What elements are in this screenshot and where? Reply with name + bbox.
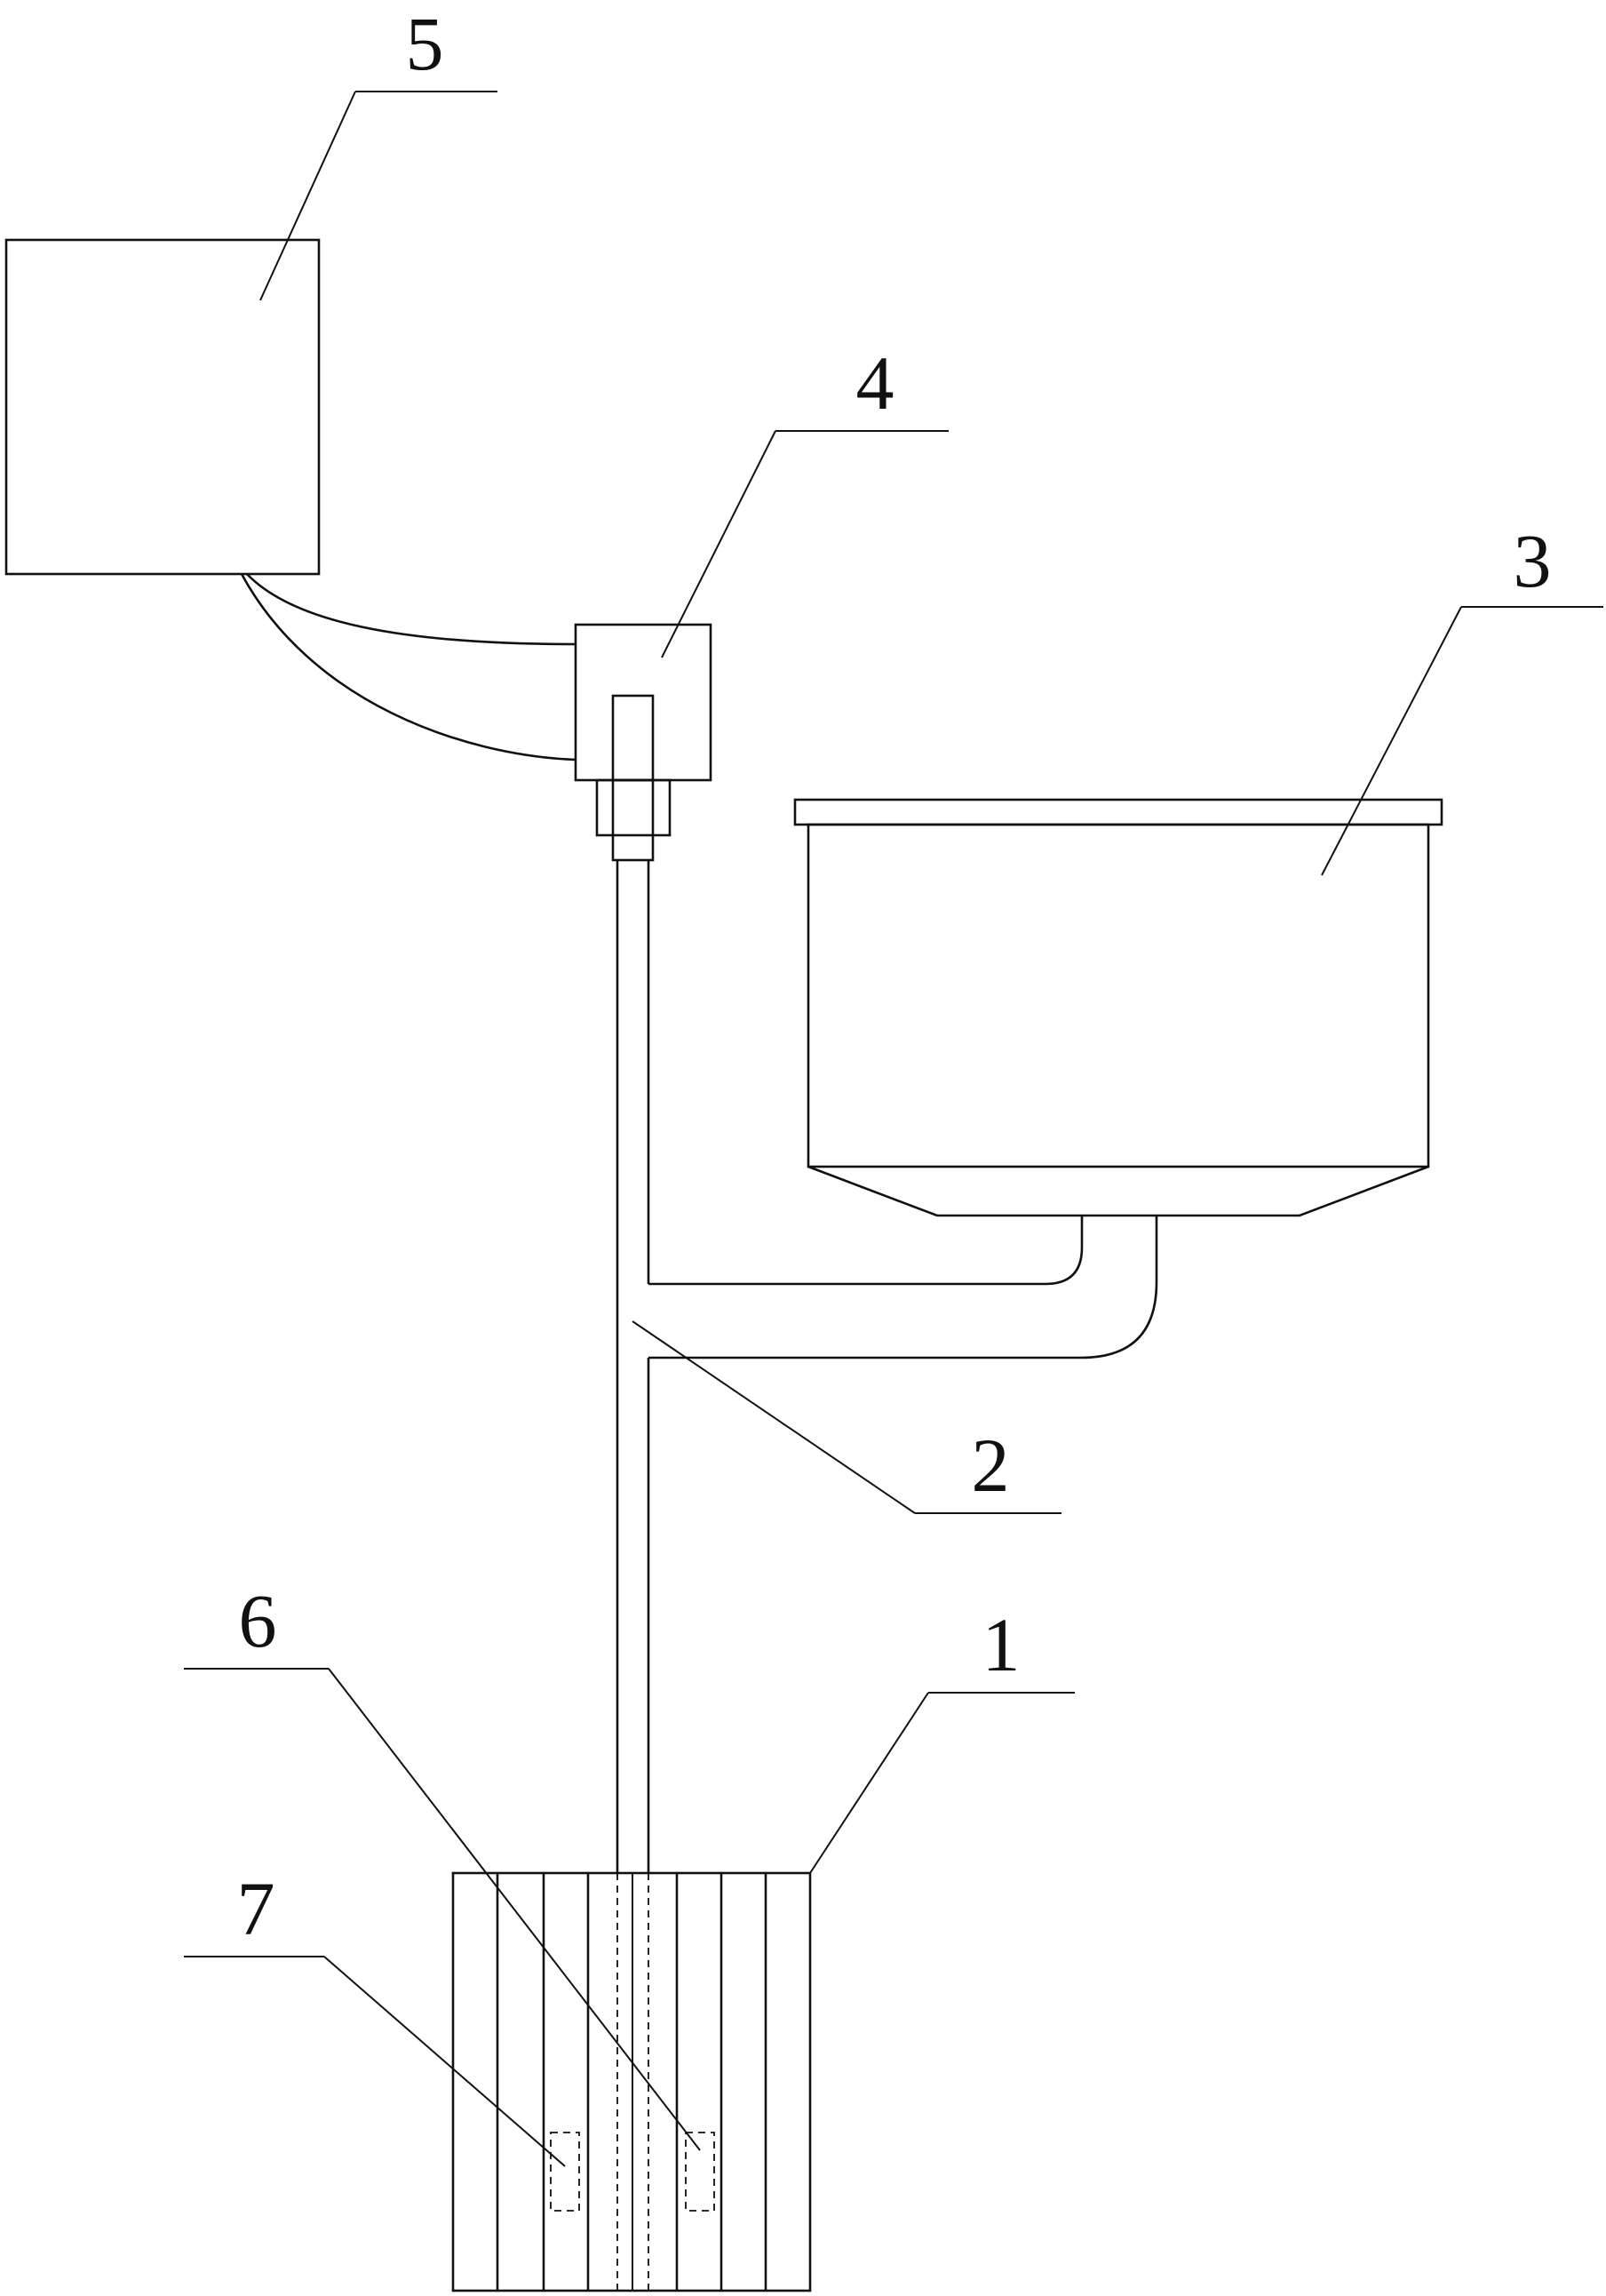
component-4-connector — [574, 623, 712, 862]
label-5: 5 — [406, 1, 444, 86]
component-7-sensor — [550, 2132, 580, 2212]
label-6: 6 — [239, 1578, 277, 1663]
leader-lines — [184, 91, 1603, 2167]
label-4: 4 — [856, 340, 894, 426]
component-2-pipe — [616, 860, 1158, 1873]
label-1: 1 — [982, 1602, 1021, 1687]
component-5-box — [4, 238, 321, 576]
label-3: 3 — [1514, 518, 1552, 603]
component-1-base — [451, 1871, 812, 2292]
cables — [240, 573, 576, 761]
label-7: 7 — [237, 1866, 275, 1951]
component-3-tank — [793, 798, 1443, 1217]
component-6-sensor — [685, 2132, 715, 2212]
label-2: 2 — [972, 1423, 1010, 1508]
